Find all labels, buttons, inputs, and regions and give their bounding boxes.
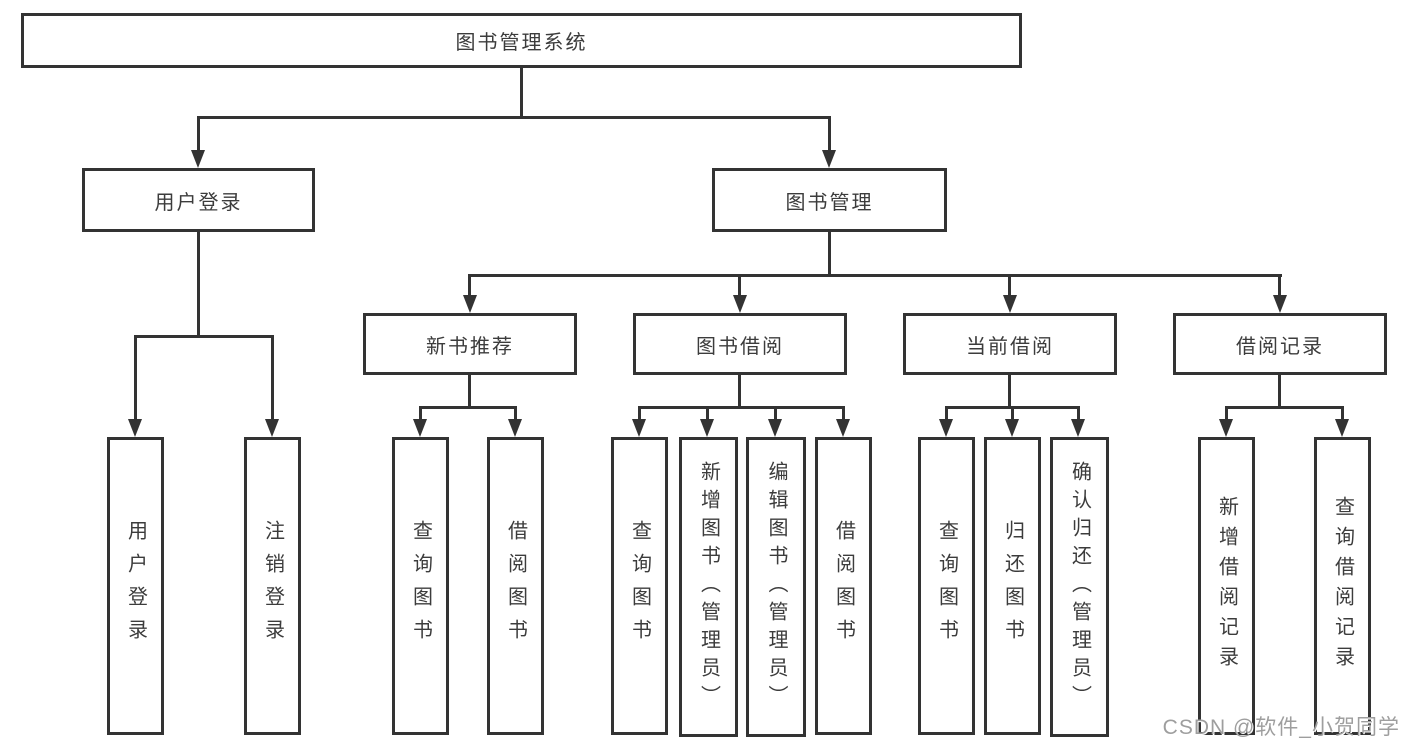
leaf-borrowing-query-book: 查询图书 <box>611 437 668 735</box>
arrow-down-icon <box>128 419 142 437</box>
connector-recommend-stem <box>468 375 471 406</box>
node-user-login: 用户登录 <box>82 168 315 232</box>
connector-shaft <box>1225 406 1228 419</box>
leaf-current-confirm-return-label: 确认归还（管理员） <box>1068 461 1091 713</box>
connector-shaft <box>1341 406 1344 419</box>
connector-shaft <box>197 116 200 152</box>
connector-borrowing-stem <box>738 375 741 406</box>
connector-shaft <box>738 274 741 298</box>
connector-shaft <box>828 116 831 152</box>
arrow-down-icon <box>1003 295 1017 313</box>
leaf-borrowing-borrow-book-label: 借阅图书 <box>832 520 855 652</box>
leaf-current-query-book-label: 查询图书 <box>935 520 958 652</box>
leaf-borrowing-query-book-label: 查询图书 <box>628 520 651 652</box>
node-borrowing-records-label: 借阅记录 <box>1236 335 1324 358</box>
connector-user-login-branch <box>134 335 274 338</box>
node-book-borrowing-label: 图书借阅 <box>696 335 784 358</box>
node-book-management-label: 图书管理 <box>785 191 874 214</box>
leaf-current-return-book-label: 归还图书 <box>1001 520 1024 652</box>
leaf-records-add-record-label: 新增借阅记录 <box>1215 496 1238 676</box>
connector-shaft <box>706 406 709 419</box>
connector-records-stem <box>1278 375 1281 406</box>
arrow-down-icon <box>822 150 836 168</box>
arrow-down-icon <box>632 419 646 437</box>
connector-shaft <box>1278 274 1281 298</box>
arrow-down-icon <box>1005 419 1019 437</box>
node-current-borrowing-label: 当前借阅 <box>966 335 1054 358</box>
arrow-down-icon <box>768 419 782 437</box>
connector-user-login-stem <box>197 232 200 335</box>
leaf-user-login: 用户登录 <box>107 437 164 735</box>
node-book-management: 图书管理 <box>712 168 947 232</box>
csdn-watermark: CSDN @软件_小贺同学 <box>1162 716 1400 739</box>
arrow-down-icon <box>1335 419 1349 437</box>
node-user-login-label: 用户登录 <box>154 191 243 214</box>
connector-shaft <box>419 406 422 419</box>
connector-records-branch <box>1225 406 1344 409</box>
arrow-down-icon <box>939 419 953 437</box>
leaf-records-query-record-label: 查询借阅记录 <box>1331 496 1354 676</box>
arrow-down-icon <box>191 150 205 168</box>
node-root: 图书管理系统 <box>21 13 1022 68</box>
node-borrowing-records: 借阅记录 <box>1173 313 1387 375</box>
leaf-borrowing-add-book: 新增图书（管理员） <box>679 437 738 737</box>
connector-root-stem <box>520 68 523 116</box>
leaf-user-login-label: 用户登录 <box>124 520 147 652</box>
node-new-book-recommend-label: 新书推荐 <box>426 335 514 358</box>
connector-shaft <box>468 274 471 298</box>
connector-book-mgmt-branch <box>468 274 1282 277</box>
leaf-borrowing-borrow-book: 借阅图书 <box>815 437 872 735</box>
connector-root-branch <box>197 116 831 119</box>
leaf-borrowing-add-book-label: 新增图书（管理员） <box>697 461 720 713</box>
connector-shaft <box>271 335 274 419</box>
leaf-borrowing-edit-book-label: 编辑图书（管理员） <box>765 461 787 713</box>
arrow-down-icon <box>1273 295 1287 313</box>
arrow-down-icon <box>836 419 850 437</box>
arrow-down-icon <box>733 295 747 313</box>
leaf-current-confirm-return: 确认归还（管理员） <box>1050 437 1109 737</box>
connector-borrowing-branch <box>638 406 845 409</box>
leaf-logout: 注销登录 <box>244 437 301 735</box>
leaf-recommend-query-book-label: 查询图书 <box>409 520 432 652</box>
arrow-down-icon <box>508 419 522 437</box>
leaf-current-query-book: 查询图书 <box>918 437 975 735</box>
connector-shaft <box>514 406 517 419</box>
connector-shaft <box>1008 274 1011 298</box>
node-current-borrowing: 当前借阅 <box>903 313 1117 375</box>
leaf-borrowing-edit-book: 编辑图书（管理员） <box>746 437 806 737</box>
leaf-logout-label: 注销登录 <box>261 520 284 652</box>
arrow-down-icon <box>265 419 279 437</box>
connector-shaft <box>1011 406 1014 419</box>
node-new-book-recommend: 新书推荐 <box>363 313 577 375</box>
connector-shaft <box>842 406 845 419</box>
arrow-down-icon <box>463 295 477 313</box>
connector-recommend-branch <box>419 406 517 409</box>
connector-shaft <box>1077 406 1080 419</box>
leaf-recommend-query-book: 查询图书 <box>392 437 449 735</box>
arrow-down-icon <box>1071 419 1085 437</box>
arrow-down-icon <box>413 419 427 437</box>
connector-current-stem <box>1008 375 1011 406</box>
node-book-borrowing: 图书借阅 <box>633 313 847 375</box>
connector-shaft <box>638 406 641 419</box>
leaf-recommend-borrow-book: 借阅图书 <box>487 437 544 735</box>
leaf-recommend-borrow-book-label: 借阅图书 <box>504 520 527 652</box>
leaf-records-add-record: 新增借阅记录 <box>1198 437 1255 735</box>
node-root-label: 图书管理系统 <box>455 32 588 54</box>
arrow-down-icon <box>700 419 714 437</box>
connector-shaft <box>945 406 948 419</box>
connector-shaft <box>774 406 777 419</box>
connector-shaft <box>134 335 137 419</box>
leaf-records-query-record: 查询借阅记录 <box>1314 437 1371 735</box>
arrow-down-icon <box>1219 419 1233 437</box>
leaf-current-return-book: 归还图书 <box>984 437 1041 735</box>
connector-book-mgmt-stem <box>828 232 831 274</box>
